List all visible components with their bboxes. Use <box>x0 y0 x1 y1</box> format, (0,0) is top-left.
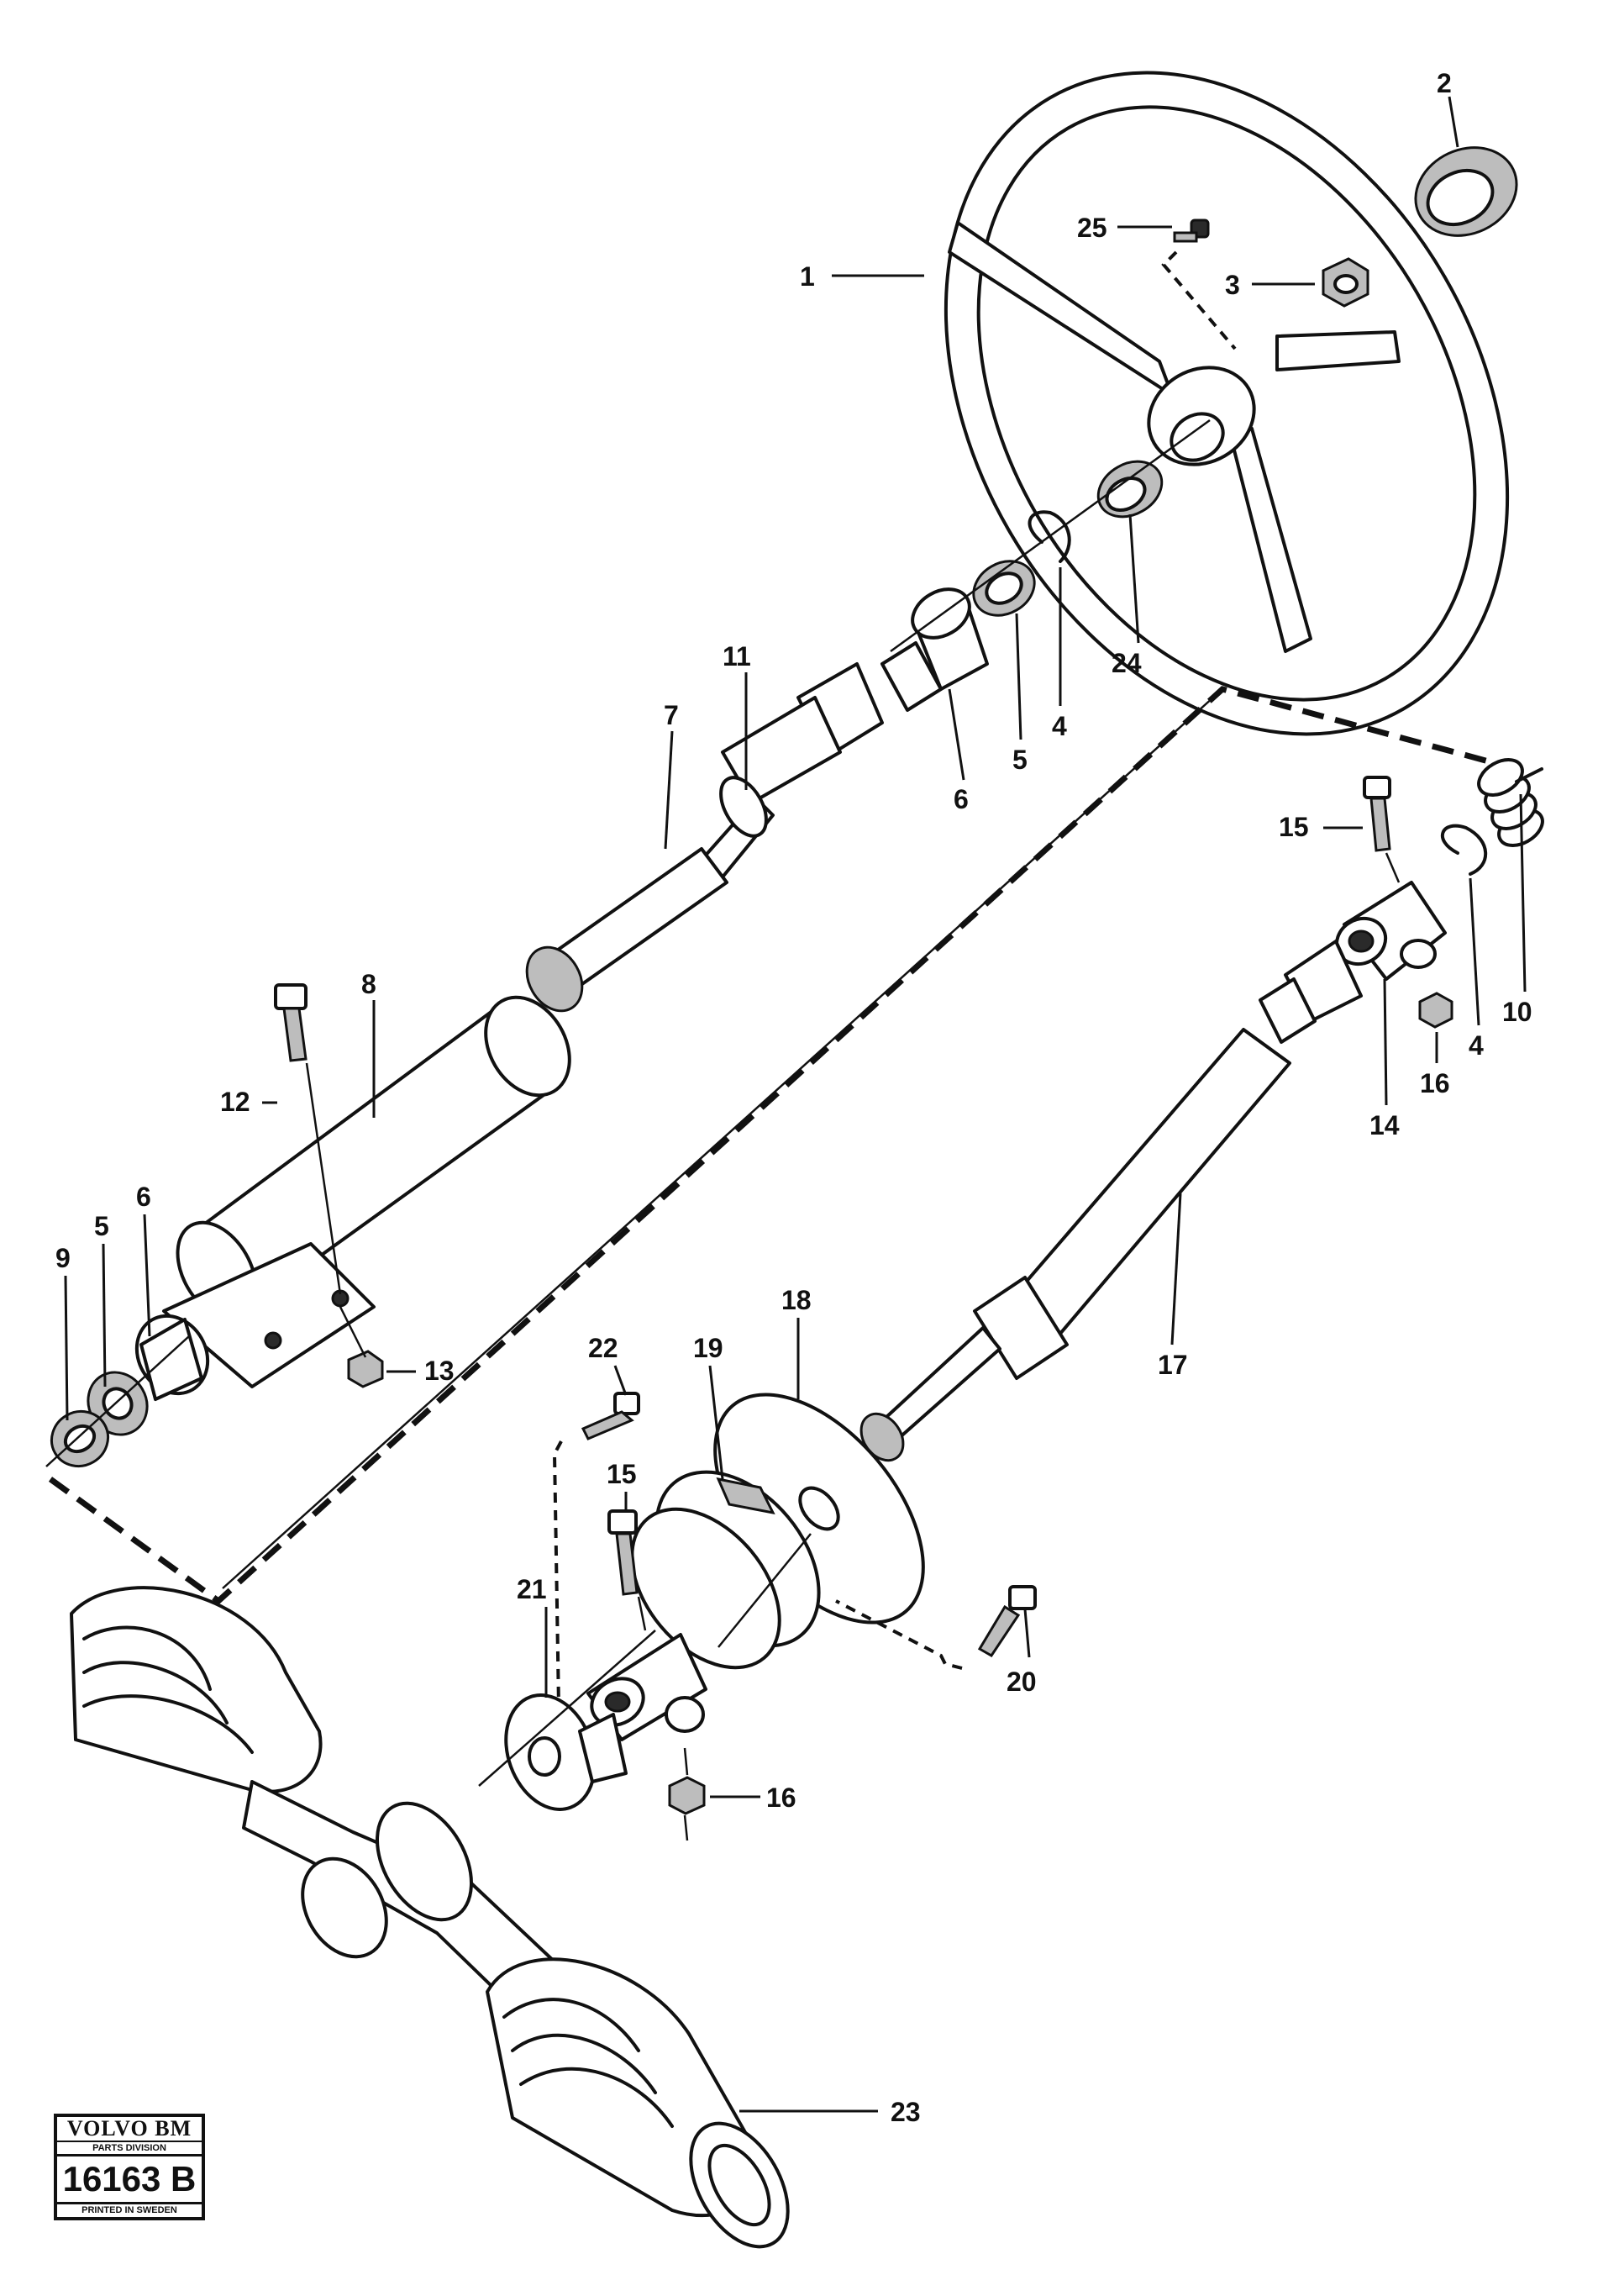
circlip-right <box>1440 824 1488 876</box>
cover-ring <box>630 1470 821 1670</box>
callout-7: 7 <box>664 700 679 730</box>
horn-cap <box>1414 146 1518 237</box>
bolt-20 <box>977 1585 1037 1657</box>
callout-3: 3 <box>1225 270 1240 300</box>
callout-18: 18 <box>781 1285 812 1315</box>
badge-drawing-number: 16163 B <box>57 2156 202 2204</box>
circlip-top <box>1028 510 1071 563</box>
callout-17: 17 <box>1158 1350 1188 1380</box>
callout-23: 23 <box>891 2097 921 2127</box>
lower-steering-shaft <box>859 977 1317 1462</box>
callout-10: 10 <box>1502 997 1532 1027</box>
screw-25 <box>1173 219 1210 243</box>
bolt-15-lower <box>607 1509 639 1596</box>
callout-16b: 16 <box>766 1783 796 1813</box>
upper-steering-shaft <box>525 641 943 1013</box>
universal-joint-lower <box>504 1633 707 1811</box>
callout-9: 9 <box>55 1243 71 1273</box>
callout-12: 12 <box>220 1087 250 1117</box>
callout-6b: 6 <box>136 1182 151 1212</box>
callout-20: 20 <box>1007 1667 1037 1697</box>
callout-8: 8 <box>361 969 376 999</box>
bushing-24 <box>1096 460 1164 519</box>
callout-22: 22 <box>588 1333 618 1363</box>
callout-4b: 4 <box>1469 1030 1484 1061</box>
parts-division-badge: VOLVO BM PARTS DIVISION 16163 B PRINTED … <box>54 2114 205 2220</box>
leader-lines <box>64 96 1527 2113</box>
callout-11: 11 <box>723 641 751 671</box>
callout-16a: 16 <box>1420 1068 1450 1098</box>
steering-gear-rack <box>70 1586 790 2249</box>
badge-printed: PRINTED IN SWEDEN <box>81 2205 177 2215</box>
callout-13: 13 <box>424 1356 455 1386</box>
callout-6a: 6 <box>954 784 969 814</box>
callout-numbers: 1 2 3 25 24 4 5 6 11 7 8 12 13 9 5 6 15 … <box>55 68 1532 2127</box>
badge-brand: VOLVO BM <box>57 2117 202 2142</box>
callout-1: 1 <box>800 261 815 292</box>
column-tube <box>162 995 571 1388</box>
callout-5a: 5 <box>1012 745 1028 775</box>
callout-2: 2 <box>1437 68 1452 98</box>
callout-21: 21 <box>517 1574 547 1604</box>
callout-24: 24 <box>1112 648 1142 678</box>
callout-15a: 15 <box>1279 812 1309 842</box>
return-spring <box>1477 758 1544 847</box>
nut-13 <box>347 1350 384 1388</box>
callout-4a: 4 <box>1052 711 1067 741</box>
callout-15b: 15 <box>607 1459 637 1489</box>
steering-wheel <box>944 71 1510 736</box>
bolt-15-right <box>1363 776 1391 852</box>
bolt-12 <box>274 983 308 1062</box>
wheel-nut <box>1322 257 1369 308</box>
bearing-top <box>972 560 1036 617</box>
nut-16-lower <box>668 1776 706 1815</box>
callout-19: 19 <box>693 1333 723 1363</box>
callout-25: 25 <box>1077 213 1107 243</box>
callout-14: 14 <box>1369 1110 1400 1140</box>
bolt-22 <box>581 1392 640 1440</box>
badge-division: PARTS DIVISION <box>57 2142 202 2156</box>
callout-5b: 5 <box>94 1211 109 1241</box>
nut-16-right <box>1418 992 1453 1029</box>
